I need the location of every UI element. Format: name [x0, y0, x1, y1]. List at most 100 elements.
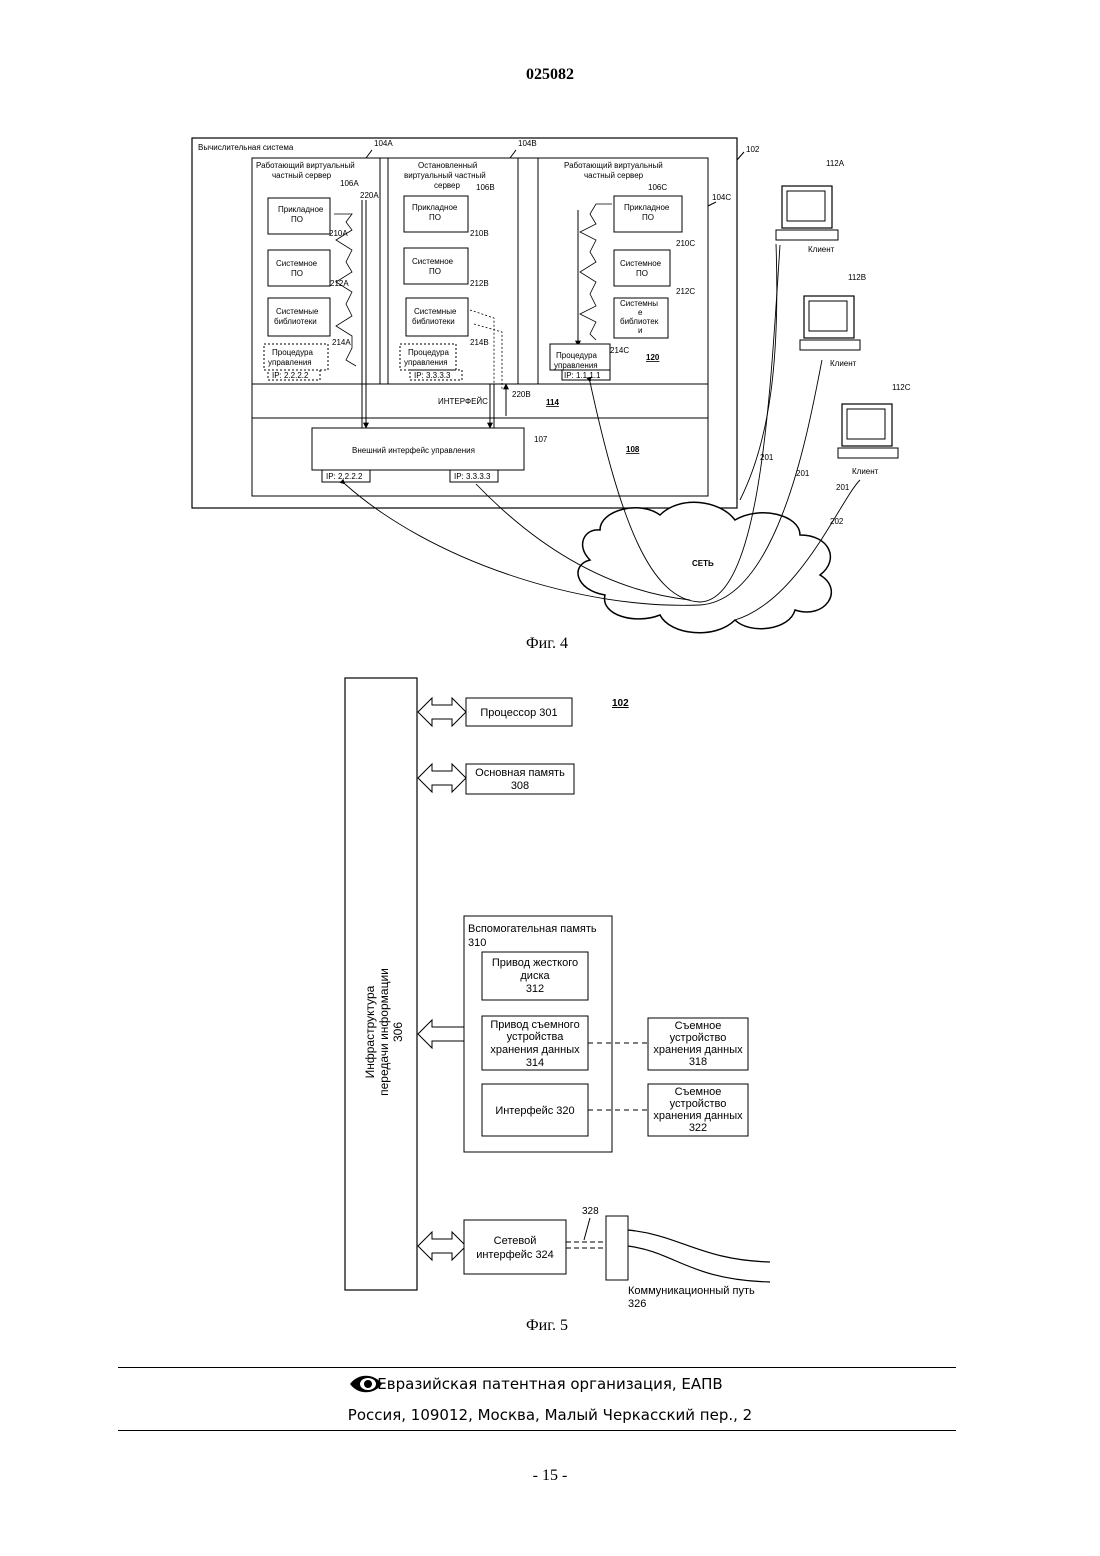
removable-drive-ref: 314: [526, 1057, 544, 1069]
ref-201-a: 201: [760, 453, 774, 462]
removable-drive-label: Привод съемного: [490, 1019, 579, 1031]
client-112b: 112B Клиент: [800, 273, 866, 368]
connector-plug: [606, 1216, 628, 1280]
ref-107: 107: [534, 435, 548, 444]
hdd-label: Привод жесткого: [492, 957, 578, 969]
vps-b-title-2: виртуальный частный: [404, 171, 486, 180]
ref-106b: 106B: [476, 183, 495, 192]
bus-label: Инфраструктура: [363, 985, 377, 1078]
ref-104a: 104A: [374, 139, 393, 148]
ref-201-c: 201: [836, 483, 850, 492]
vps-a-title-2: частный сервер: [272, 171, 332, 180]
ref-114: 114: [546, 398, 559, 407]
ref-106c: 106C: [648, 183, 667, 192]
ref-214a: 214A: [332, 338, 351, 347]
ref-104c: 104C: [712, 193, 731, 202]
vps-b-lib: Системные: [414, 307, 457, 316]
vps-c-ip: IP: 1.1.1.1: [564, 371, 601, 380]
vps-c-sys-2: ПО: [636, 269, 648, 278]
ref-214c: 214C: [610, 346, 629, 355]
vps-c-proc: Процедура: [556, 351, 597, 360]
network-interface-label-2: интерфейс 324: [476, 1249, 554, 1261]
ref-214b: 214B: [470, 338, 489, 347]
page-number: - 15 -: [0, 1467, 1100, 1485]
vps-a-sys: Системное: [276, 259, 318, 268]
vps-a: 104A Работающий виртуальный частный серв…: [252, 139, 393, 428]
vps-a-ip: IP: 2.2.2.2: [272, 371, 309, 380]
footer-top-rule: [118, 1367, 956, 1368]
fig5-diagram: Инфраструктура передачи информации 306 П…: [345, 678, 770, 1334]
vps-c-proc-2: управления: [554, 361, 598, 370]
vps-b-sys-2: ПО: [429, 267, 441, 276]
vps-b-app-2: ПО: [429, 213, 441, 222]
client-112a: 112A Клиент: [776, 159, 845, 254]
client-label-b: Клиент: [830, 359, 857, 368]
removable-drive-label-2: устройства: [507, 1031, 565, 1043]
vps-c-lib-4: и: [638, 326, 642, 335]
vps-c-app: Прикладное: [624, 203, 670, 212]
ref-202: 202: [830, 517, 844, 526]
bus-label-2: передачи информации: [377, 968, 391, 1096]
comm-path-ref: 326: [628, 1298, 646, 1310]
communication-path-cable: [628, 1230, 770, 1262]
vps-a-proc: Процедура: [272, 348, 313, 357]
client-112c: 112C Клиент: [838, 383, 911, 476]
vps-c-title: Работающий виртуальный: [564, 161, 663, 170]
ext-ip-b: IP: 3.3.3.3: [454, 472, 491, 481]
ref-106a: 106A: [340, 179, 359, 188]
vps-c-lib-2: е: [638, 308, 643, 317]
client-label-a: Клиент: [808, 245, 835, 254]
storage-318-label-2: устройство: [670, 1032, 727, 1044]
storage-318-label-3: хранения данных: [653, 1044, 743, 1056]
main-memory-label: Основная память: [475, 767, 565, 779]
vps-c-sys: Системное: [620, 259, 662, 268]
vps-c-app-2: ПО: [642, 213, 654, 222]
ref-210a: 210A: [329, 229, 348, 238]
ext-iface-label: Внешний интерфейс управления: [352, 446, 475, 455]
vps-b-title: Остановленный: [418, 161, 477, 170]
computing-system-label: Вычислительная система: [198, 143, 294, 152]
vps-b-lib-2: библиотеки: [412, 317, 455, 326]
ref-102: 102: [746, 145, 760, 154]
arrow-main-memory: [418, 764, 466, 792]
vps-a-title: Работающий виртуальный: [256, 161, 355, 170]
network-interface-label: Сетевой: [494, 1235, 537, 1247]
main-memory-ref: 308: [511, 780, 529, 792]
footer-address: Россия, 109012, Москва, Малый Черкасский…: [0, 1406, 1100, 1424]
fig4-caption: Фиг. 4: [526, 635, 568, 652]
network-interface-box: [464, 1220, 566, 1274]
storage-322-ref: 322: [689, 1122, 707, 1134]
processor-label: Процессор 301: [480, 707, 557, 719]
ref-210b: 210B: [470, 229, 489, 238]
ref-104b: 104B: [518, 139, 537, 148]
removable-drive-label-3: хранения данных: [490, 1044, 580, 1056]
vps-c: 104C Работающий виртуальный частный серв…: [538, 158, 731, 384]
ref-212c: 212C: [676, 287, 695, 296]
fig4-diagram: Вычислительная система 102 ИНТЕРФЕЙС 114…: [192, 138, 911, 652]
ref-220b: 220B: [512, 390, 531, 399]
ref-112a: 112A: [826, 159, 845, 168]
vps-c-lib: Системны: [620, 299, 658, 308]
arrow-network: [418, 1232, 466, 1260]
vps-b-proc-2: управления: [404, 358, 448, 367]
storage-318-label: Съемное: [675, 1020, 722, 1032]
ref-112c: 112C: [892, 383, 911, 392]
storage-322-label: Съемное: [675, 1086, 722, 1098]
vps-a-proc-2: управления: [268, 358, 312, 367]
vps-b-proc: Процедура: [408, 348, 449, 357]
vps-b: 104B Остановленный виртуальный частный с…: [388, 139, 537, 428]
external-management-interface: Внешний интерфейс управления 107 IP: 2.2…: [312, 428, 640, 482]
ref-201-b: 201: [796, 469, 810, 478]
vps-b-app: Прикладное: [412, 203, 458, 212]
storage-318-ref: 318: [689, 1056, 707, 1068]
ref-212b: 212B: [470, 279, 489, 288]
vps-b-title-3: сервер: [434, 181, 461, 190]
storage-322-label-3: хранения данных: [653, 1110, 743, 1122]
footer-bottom-rule: [118, 1430, 956, 1431]
vps-a-app-2: ПО: [291, 215, 303, 224]
ref-220a: 220A: [360, 191, 379, 200]
ref-112b: 112B: [848, 273, 866, 282]
hdd-label-2: диска: [520, 970, 550, 982]
interface-label: ИНТЕРФЕЙС: [438, 397, 488, 406]
